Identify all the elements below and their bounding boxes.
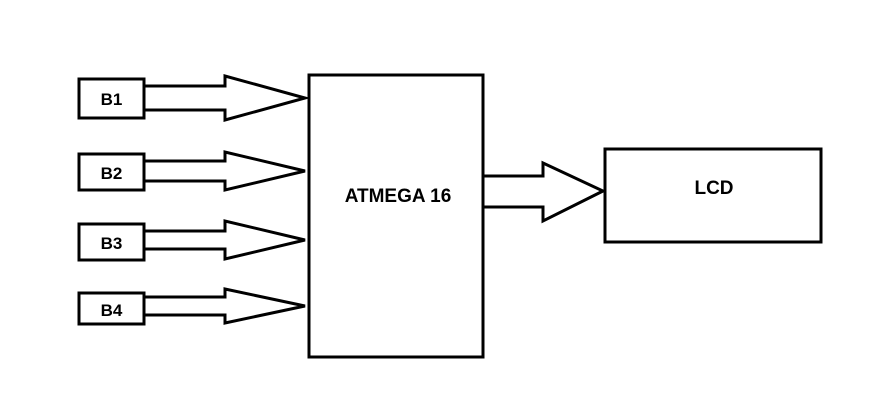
input-box-b2: [77, 152, 146, 192]
lcd-label: LCD: [694, 178, 733, 199]
arrow-b3-to-controller: [142, 219, 306, 261]
input-label-b4: B4: [101, 301, 123, 320]
controller-block: ATMEGA 16: [307, 73, 485, 359]
input-block-b4: B4: [77, 291, 146, 326]
input-label-b1: B1: [101, 90, 123, 109]
arrow-controller-to-lcd: [481, 160, 607, 224]
arrow-b4-to-controller: [142, 287, 306, 325]
lcd-block: LCD: [603, 147, 823, 244]
controller-label: ATMEGA 16: [345, 186, 452, 207]
input-box-b1: [77, 77, 146, 120]
input-label-b2: B2: [101, 164, 123, 183]
input-block-b1: B1: [77, 77, 146, 120]
input-block-b2: B2: [77, 152, 146, 192]
controller-box: [307, 73, 485, 359]
input-label-b3: B3: [101, 234, 123, 253]
input-box-b3: [77, 222, 146, 262]
arrow-b2-to-controller: [142, 150, 306, 192]
arrow-b1-to-controller: [142, 74, 311, 122]
lcd-box: [603, 147, 823, 244]
input-block-b3: B3: [77, 222, 146, 262]
